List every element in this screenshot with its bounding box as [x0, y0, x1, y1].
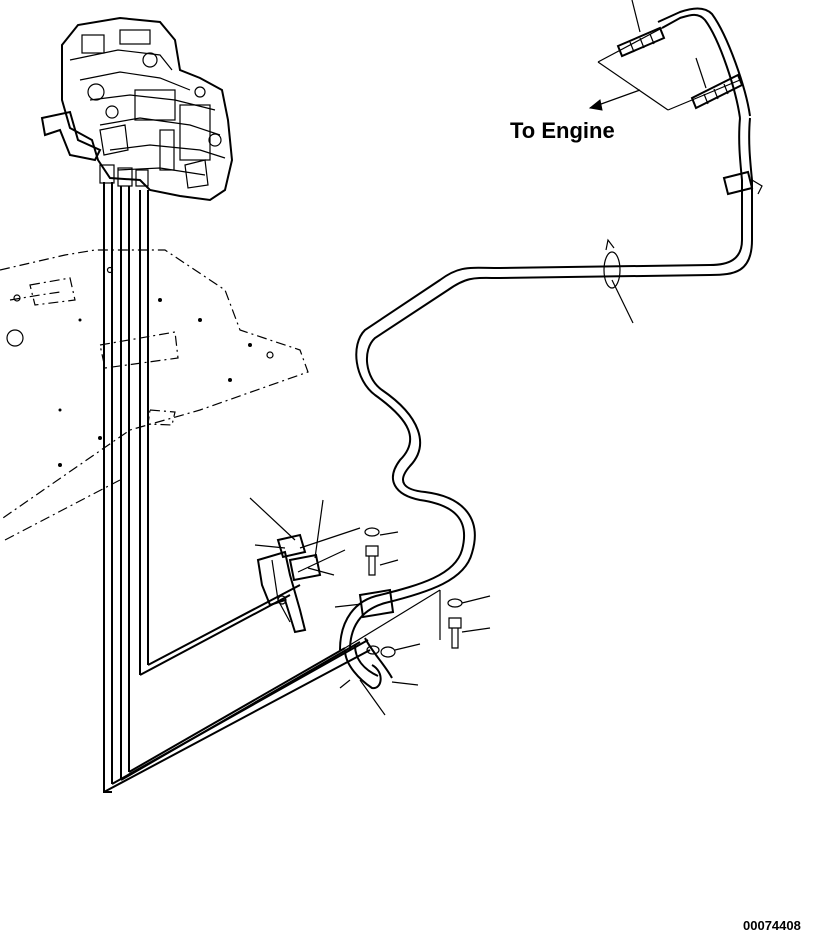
- main-hose: [339, 117, 753, 651]
- diagonal-pipes: [103, 584, 371, 793]
- clamp-bracket-right: [334, 588, 491, 716]
- transmission-assembly: [40, 16, 234, 202]
- reference-number: 00074408: [743, 918, 801, 933]
- vertical-pipes: [103, 182, 149, 793]
- clamp-bracket-left: [249, 497, 399, 634]
- floor-plate-outline: [0, 249, 309, 541]
- to-engine-label: To Engine: [510, 118, 615, 143]
- engine-connection: [588, 0, 763, 196]
